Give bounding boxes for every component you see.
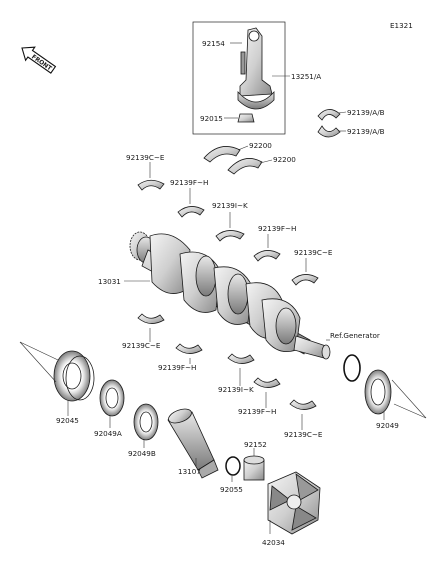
figure-id: E1321 [390, 21, 413, 30]
label-92049a: 92049A [94, 429, 122, 438]
bearing-shell [137, 179, 165, 191]
oil-seal [133, 403, 159, 441]
label-92139ce-1: 92139C~E [126, 153, 165, 162]
label-92200-2: 92200 [273, 155, 296, 164]
label-92049: 92049 [376, 421, 399, 430]
bearing-shell [289, 399, 317, 410]
label-92152: 92152 [244, 440, 267, 449]
label-92139ik-2: 92139I~K [218, 385, 254, 394]
oil-seal [364, 369, 392, 415]
label-92139fh-1: 92139F~H [170, 178, 208, 187]
label-42034: 42034 [262, 538, 285, 547]
bearing-shell [291, 274, 319, 286]
coupling-rotor [267, 471, 321, 535]
label-13251: 13251/A [291, 72, 321, 81]
bearing-shell [137, 313, 165, 324]
label-92139fh-4: 92139F~H [238, 407, 276, 416]
label-92049b: 92049B [128, 449, 156, 458]
oil-seal [99, 379, 125, 417]
label-92139ce-2: 92139C~E [294, 248, 333, 257]
label-92139fh-3: 92139F~H [158, 363, 196, 372]
bearing-shell [177, 206, 205, 218]
bearing-shell [227, 353, 255, 364]
label-92200-1: 92200 [249, 141, 272, 150]
label-92139ce-4: 92139C~E [284, 430, 323, 439]
label-13031: 13031 [98, 277, 121, 286]
ball-bearing [53, 350, 95, 402]
label-92139ik-1: 92139I~K [212, 201, 248, 210]
bearing-shell [317, 109, 341, 138]
label-13107: 13107 [178, 467, 201, 476]
label-92139ab-1: 92139/A/B [347, 108, 385, 117]
collar [243, 455, 265, 481]
label-92154: 92154 [202, 39, 225, 48]
bearing-shell [253, 250, 281, 262]
connecting-rod-box [192, 21, 286, 135]
coupling-shaft [167, 408, 219, 479]
label-92139ab-2: 92139/A/B [347, 127, 385, 136]
bearing-shell [253, 377, 281, 388]
ref-generator-note: Ref.Generator [330, 331, 380, 340]
thrust-washer [203, 146, 263, 175]
label-92139fh-2: 92139F~H [258, 224, 296, 233]
connecting-rod [237, 27, 275, 123]
snap-ring [343, 354, 361, 382]
front-arrow-icon: FRONT [21, 46, 57, 74]
bearing-shell [175, 343, 203, 354]
bearing-shell [215, 230, 245, 242]
label-92139ce-3: 92139C~E [122, 341, 161, 350]
label-92045: 92045 [56, 416, 79, 425]
crankshaft [129, 231, 331, 360]
label-92015: 92015 [200, 114, 223, 123]
label-92055: 92055 [220, 485, 243, 494]
circlip [225, 456, 241, 476]
